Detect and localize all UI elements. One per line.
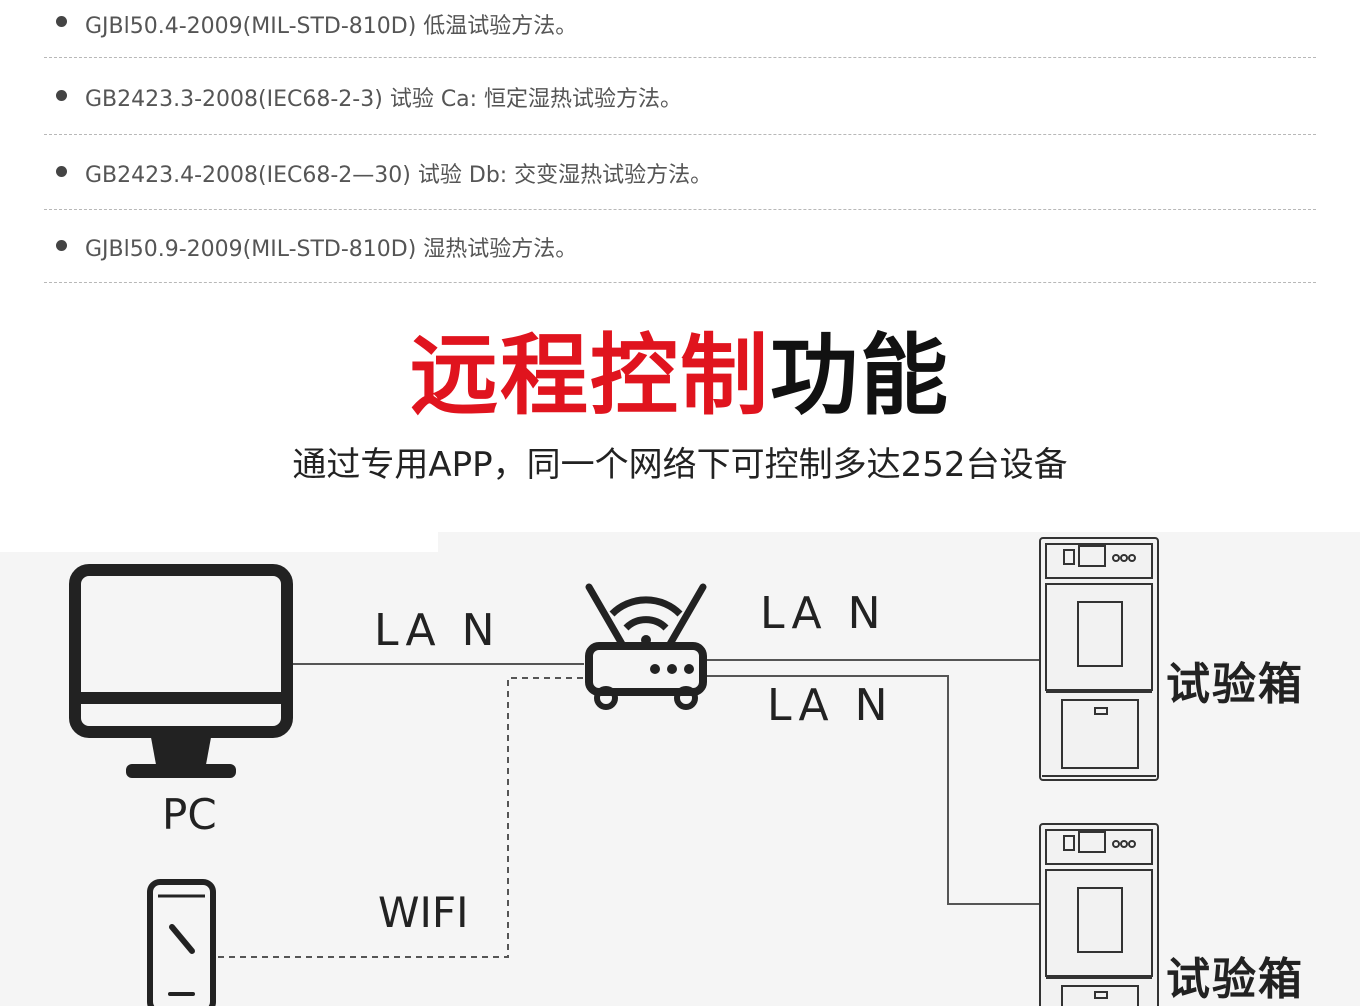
phone-icon — [147, 879, 216, 1006]
list-item: GJBl50.4-2009(MIL-STD-810D) 低温试验方法。 — [44, 0, 1316, 58]
bullet-icon — [56, 166, 67, 177]
test-chamber-icon — [1039, 823, 1159, 1006]
lan-label-top: LA N — [760, 588, 887, 639]
test-chamber-icon — [1039, 537, 1159, 781]
feature-title-black: 功能 — [770, 324, 951, 427]
lan-label-bottom: LA N — [767, 680, 894, 731]
diagram-background-notch — [0, 532, 438, 552]
wifi-line — [218, 677, 584, 958]
list-item: GJBl50.9-2009(MIL-STD-810D) 湿热试验方法。 — [44, 210, 1316, 283]
standard-text: GB2423.4-2008(IEC68-2—30) 试验 Db: 交变湿热试验方… — [85, 163, 713, 188]
standard-text: GJBl50.9-2009(MIL-STD-810D) 湿热试验方法。 — [85, 237, 578, 262]
lan-label-pc: LA N — [374, 605, 501, 656]
feature-subtitle: 通过专用APP，同一个网络下可控制多达252台设备 — [292, 445, 1068, 485]
network-diagram — [69, 537, 1159, 1006]
chamber-label-1: 试验箱 — [1166, 659, 1304, 710]
feature-title: 远程控制功能 — [0, 322, 1360, 430]
router-icon — [585, 583, 707, 710]
list-item: GB2423.3-2008(IEC68-2-3) 试验 Ca: 恒定湿热试验方法… — [44, 58, 1316, 135]
standards-list: GJBl50.4-2009(MIL-STD-810D) 低温试验方法。 GB24… — [44, 0, 1316, 283]
wifi-label: WIFI — [378, 888, 469, 937]
monitor-icon — [69, 564, 293, 778]
connection-lines — [218, 659, 1040, 958]
feature-title-red: 远程控制 — [409, 324, 770, 427]
chamber-label-2: 试验箱 — [1166, 954, 1304, 1005]
list-item: GB2423.4-2008(IEC68-2—30) 试验 Db: 交变湿热试验方… — [44, 135, 1316, 210]
bullet-icon — [56, 16, 67, 27]
standard-text: GJBl50.4-2009(MIL-STD-810D) 低温试验方法。 — [85, 14, 578, 39]
standard-text: GB2423.3-2008(IEC68-2-3) 试验 Ca: 恒定湿热试验方法… — [85, 87, 683, 112]
bullet-icon — [56, 90, 67, 101]
pc-label: PC — [162, 790, 217, 839]
bullet-icon — [56, 240, 67, 251]
lan-line-bottom — [707, 675, 1040, 905]
